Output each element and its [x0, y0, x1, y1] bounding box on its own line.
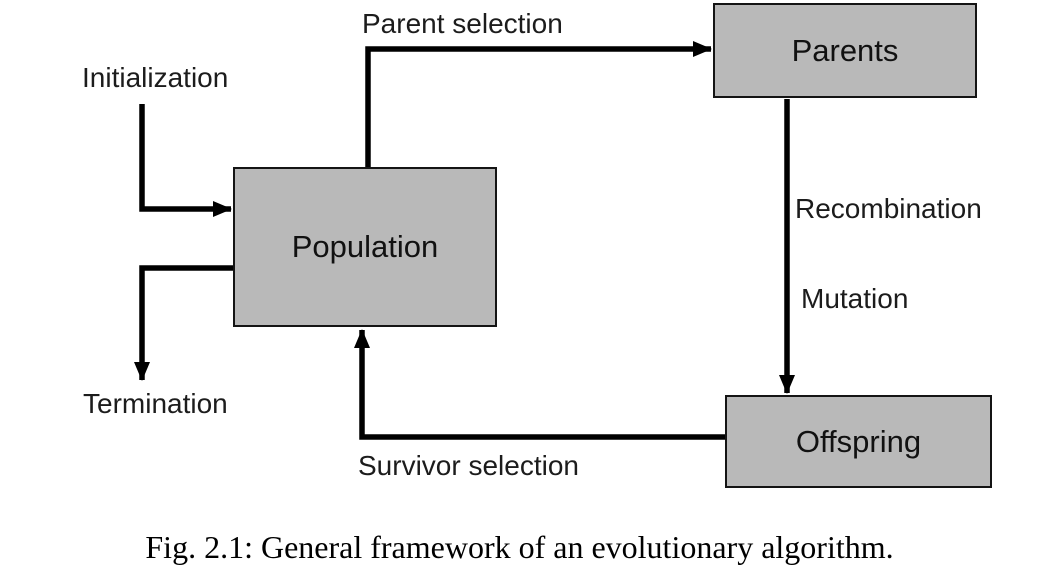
termination-arrow [134, 265, 233, 381]
node-parents-label: Parents [791, 32, 899, 68]
label-parent-selection: Parent selection [362, 8, 563, 39]
figure-caption: Fig. 2.1: General framework of an evolut… [145, 529, 894, 565]
label-initialization: Initialization [82, 62, 229, 93]
node-parents: Parents [713, 3, 977, 98]
node-population: Population [233, 167, 497, 327]
label-survivor-selection: Survivor selection [358, 450, 579, 481]
initialization-arrow [139, 104, 232, 217]
node-offspring-label: Offspring [795, 423, 922, 459]
survivor-selection-arrow [354, 329, 725, 440]
label-mutation: Mutation [801, 283, 909, 314]
node-offspring: Offspring [725, 395, 992, 488]
label-termination: Termination [83, 388, 228, 419]
parent-selection-arrow [365, 41, 712, 167]
label-recombination: Recombination [795, 193, 982, 224]
node-population-label: Population [291, 229, 439, 264]
